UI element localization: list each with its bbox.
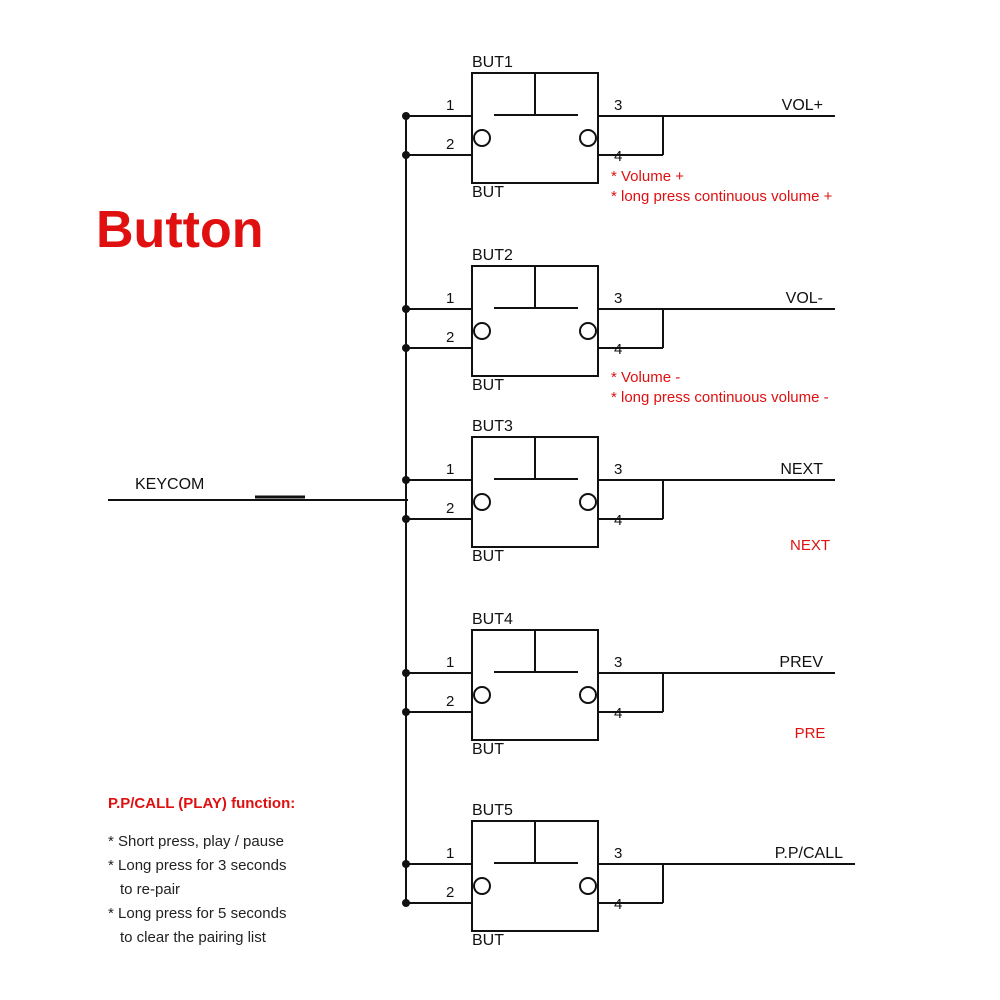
button-sub-label: BUT <box>472 741 504 758</box>
pin-label: 2 <box>446 500 454 517</box>
contact-left <box>473 877 491 895</box>
contact-right <box>579 686 597 704</box>
function-title: P.P/CALL (PLAY) function: <box>108 795 296 812</box>
contact-right <box>579 493 597 511</box>
pin-label: 2 <box>446 693 454 710</box>
note-text: * long press continuous volume + <box>611 188 833 205</box>
junction-dot <box>402 708 410 716</box>
contact-right <box>579 877 597 895</box>
junction-dot <box>402 476 410 484</box>
button-name-label: BUT1 <box>472 54 513 71</box>
note-text: * Volume + <box>611 168 684 185</box>
function-line: * Long press for 5 seconds <box>108 905 287 922</box>
button-sub-label: BUT <box>472 932 504 949</box>
junction-dot <box>402 669 410 677</box>
pin-label: 3 <box>614 461 622 478</box>
note-text: NEXT <box>790 537 830 554</box>
pin-label: 4 <box>614 705 622 722</box>
note-text: PRE <box>795 725 826 742</box>
contact-left <box>473 129 491 147</box>
signal-label: VOL+ <box>782 97 823 114</box>
contact-right <box>579 322 597 340</box>
button-name-label: BUT2 <box>472 247 513 264</box>
junction-dot <box>402 305 410 313</box>
function-list: * Short press, play / pause * Long press… <box>108 830 286 950</box>
function-line: to clear the pairing list <box>120 929 266 946</box>
junction-dot <box>402 899 410 907</box>
junction-dot <box>402 860 410 868</box>
pin-label: 3 <box>614 845 622 862</box>
contact-left <box>473 686 491 704</box>
pin-label: 2 <box>446 884 454 901</box>
pin-label: 1 <box>446 654 454 671</box>
function-line: * Long press for 3 seconds <box>108 857 287 874</box>
pin-label: 1 <box>446 97 454 114</box>
pin-label: 1 <box>446 290 454 307</box>
pin-label: 1 <box>446 461 454 478</box>
note-text: * long press continuous volume - <box>611 389 829 406</box>
pin-label: 2 <box>446 329 454 346</box>
pin-label: 3 <box>614 654 622 671</box>
junction-dot <box>402 151 410 159</box>
pin-label: 4 <box>614 341 622 358</box>
button-sub-label: BUT <box>472 184 504 201</box>
button-name-label: BUT3 <box>472 418 513 435</box>
pin-label: 4 <box>614 512 622 529</box>
signal-label: VOL- <box>786 290 823 307</box>
diagram-title: Button <box>96 201 264 259</box>
contact-left <box>473 322 491 340</box>
pin-label: 3 <box>614 290 622 307</box>
pin-label: 2 <box>446 136 454 153</box>
pin-label: 3 <box>614 97 622 114</box>
junction-dot <box>402 515 410 523</box>
signal-label: PREV <box>779 654 823 671</box>
note-text: * Volume - <box>611 369 680 386</box>
pin-label: 1 <box>446 845 454 862</box>
function-line: to re-pair <box>120 881 181 898</box>
contact-left <box>473 493 491 511</box>
button-name-label: BUT5 <box>472 802 513 819</box>
signal-label: P.P/CALL <box>775 845 843 862</box>
button-sub-label: BUT <box>472 548 504 565</box>
pin-label: 4 <box>614 148 622 165</box>
function-line: * Short press, play / pause <box>108 833 284 850</box>
button-name-label: BUT4 <box>472 611 513 628</box>
junction-dot <box>402 344 410 352</box>
keycom-label: KEYCOM <box>135 476 204 493</box>
pin-label: 4 <box>614 896 622 913</box>
contact-right <box>579 129 597 147</box>
signal-label: NEXT <box>780 461 823 478</box>
junction-dot <box>402 112 410 120</box>
button-sub-label: BUT <box>472 377 504 394</box>
